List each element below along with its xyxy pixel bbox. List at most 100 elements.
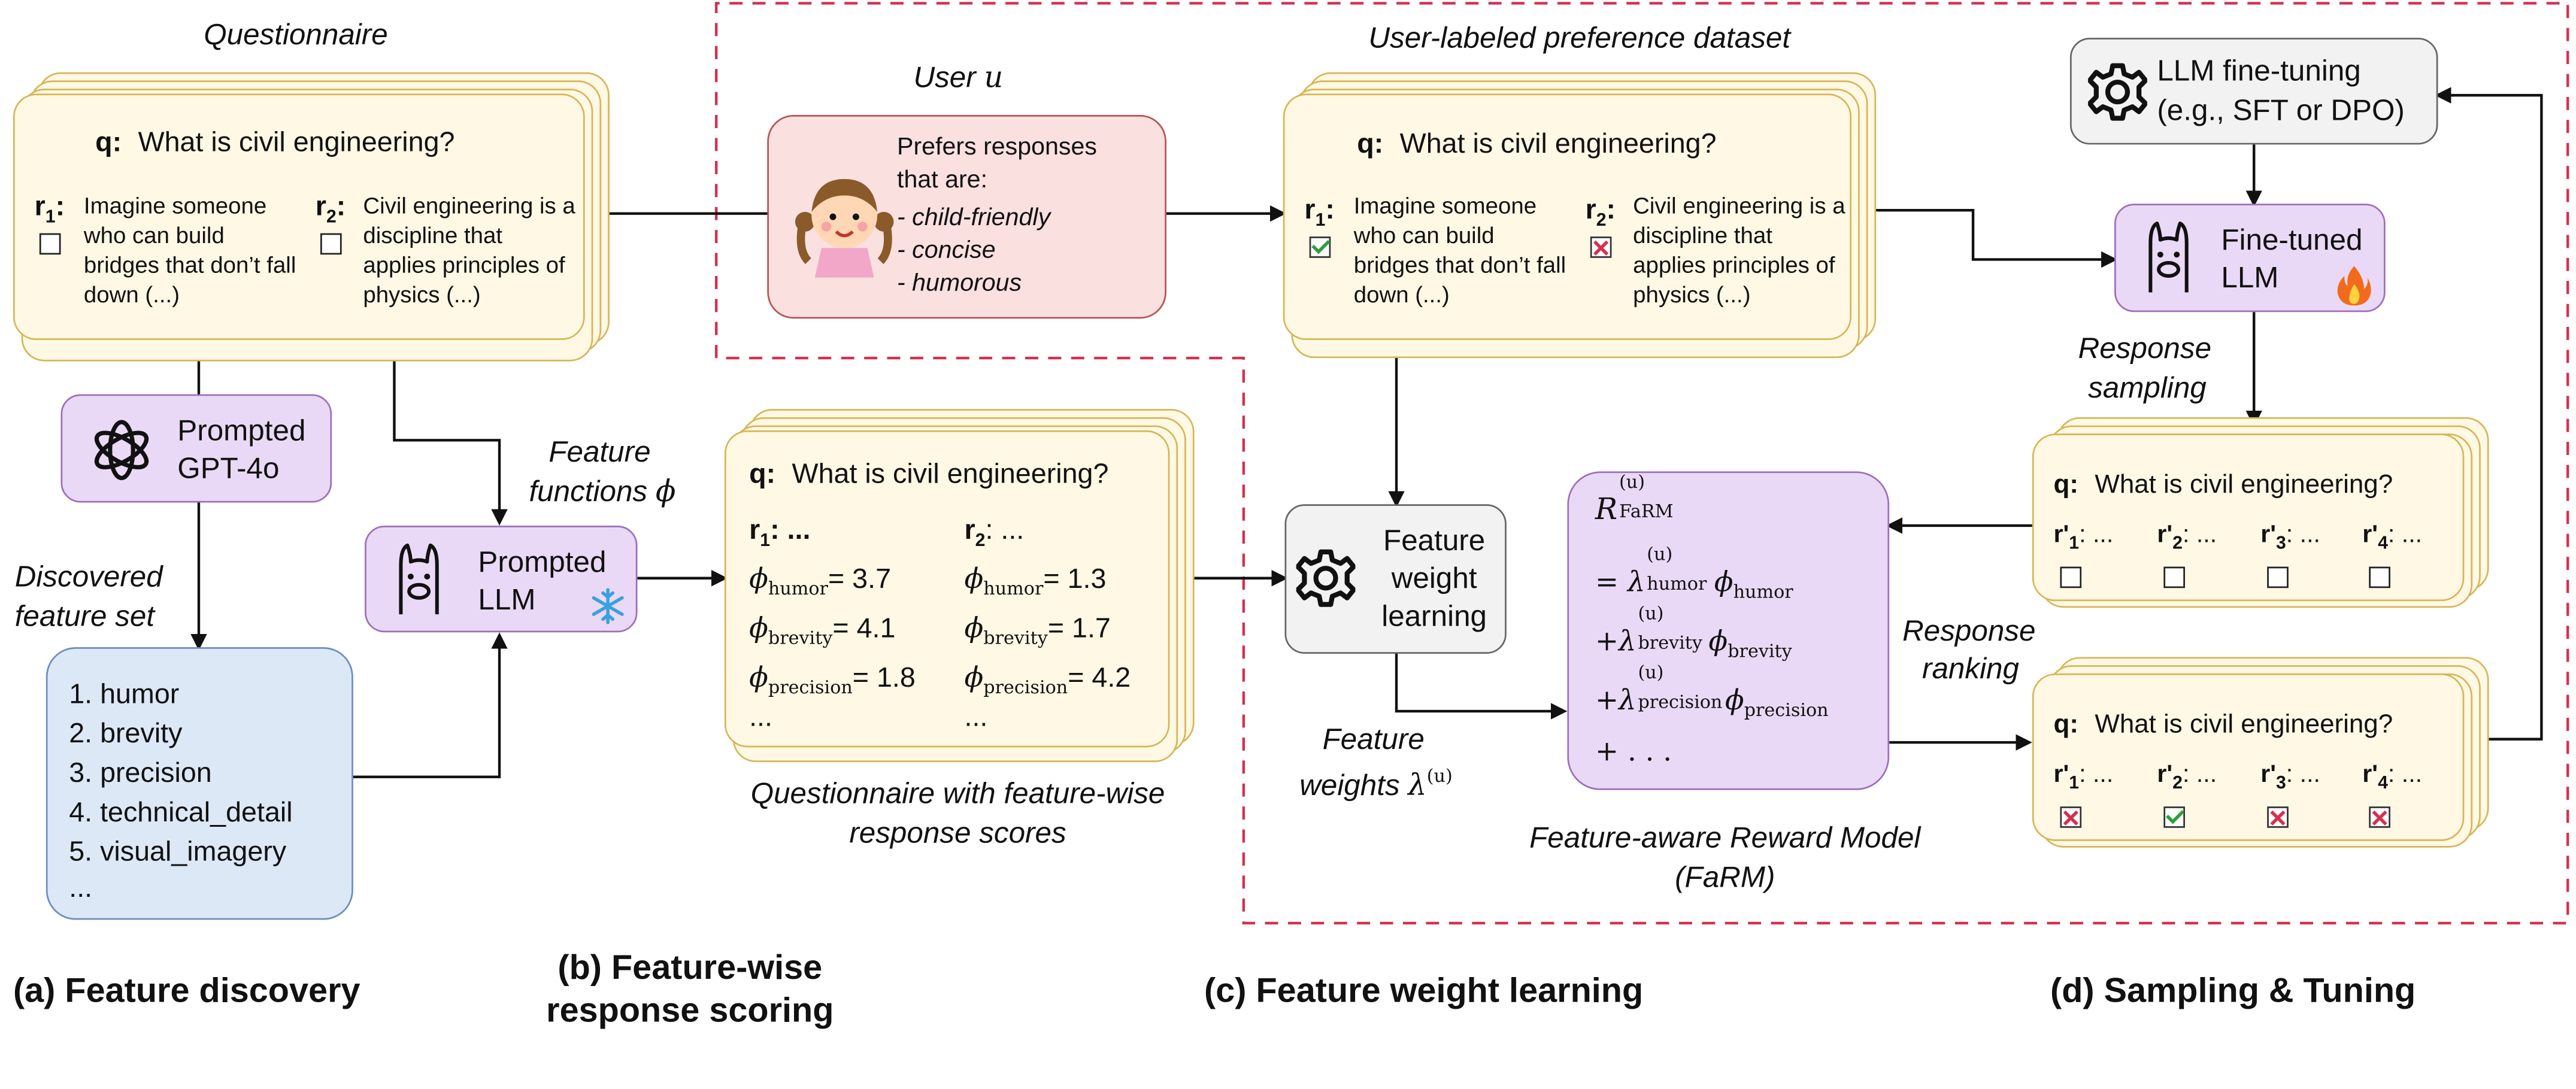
finetuned-line2: LLM	[2221, 261, 2279, 295]
feature-weights-word: weights	[1299, 769, 1400, 802]
arrow-ranked-to-finetune	[2435, 87, 2543, 741]
dataset-r2-letter: r	[1585, 193, 1596, 225]
arrow-questionnaire-to-llm	[393, 345, 508, 526]
prompted-llm-line2: LLM	[478, 583, 536, 616]
sampled-r3-checkbox[interactable]	[2267, 566, 2289, 589]
farm-tail: + . . .	[1595, 736, 1672, 769]
farm-lambda: λ	[1619, 685, 1636, 718]
farm-phi-sub: humor	[1733, 581, 1793, 603]
score-r2-humor: ϕhumor= 1.3	[964, 563, 1106, 599]
score-phi: ϕ	[964, 662, 984, 695]
sampled-question-row: q:What is civil engineering?	[2053, 471, 2393, 500]
r2-subscript: 2	[326, 207, 337, 227]
section-c-label: (c) Feature weight learning	[1204, 972, 1644, 1011]
feature-item-5: 5. visual_imagery	[69, 836, 287, 867]
feature-weights-label-line2: weights λ(u)	[1299, 759, 1453, 805]
ranked-r3-tail: : ...	[2286, 760, 2320, 788]
llama-icon	[2148, 222, 2189, 293]
user-region-boundary	[715, 2, 2569, 925]
section-a-label: (a) Feature discovery	[13, 972, 360, 1011]
farm-plus: +	[1595, 626, 1619, 659]
ranked-r3-subscript: 3	[2276, 773, 2286, 794]
farm-label-line2: (FaRM)	[1675, 860, 1775, 894]
user-label: User u	[913, 59, 1003, 97]
scores-card: q:What is civil engineering? r1: ... r2:…	[724, 430, 1170, 748]
dataset-label: User-labeled preference dataset	[1368, 21, 1791, 54]
snowflake-icon	[592, 588, 624, 624]
sampled-r4-letter: r'	[2362, 520, 2378, 549]
score-feature-name: precision	[983, 677, 1068, 699]
scores-question-text: What is civil engineering?	[792, 458, 1109, 490]
feature-weight-learning-box: Feature weight learning	[1284, 504, 1507, 654]
dataset-r2-label: r2:	[1585, 193, 1616, 231]
farm-lambda-sup: (u)	[1638, 602, 1664, 624]
user-variable: u	[984, 60, 1004, 96]
response-ranking-label-line2: ranking	[1922, 652, 2020, 685]
ranked-r4-letter: r'	[2362, 760, 2378, 788]
ranked-r1-rejected-icon	[2060, 806, 2082, 828]
user-pref-item-1: - child-friendly	[897, 204, 1051, 232]
finetuning-line1: LLM fine-tuning	[2157, 54, 2361, 87]
ranked-r3-letter: r'	[2260, 760, 2277, 788]
score-phi: ϕ	[749, 662, 768, 695]
fwl-line2: weight	[1391, 562, 1477, 595]
response-sampling-label-line2: sampling	[2088, 371, 2207, 404]
farm-lambda-sub: humor	[1647, 573, 1707, 595]
response-ranking-label-line1: Response	[1902, 614, 2036, 647]
sampled-r4-checkbox[interactable]	[2369, 566, 2390, 589]
r2-letter: r	[315, 190, 326, 222]
scores-r2-letter: r	[964, 514, 975, 545]
child-avatar-icon	[795, 179, 894, 278]
prompted-gpt-box: Prompted GPT-4o	[60, 394, 332, 503]
r1-checkbox[interactable]	[39, 233, 61, 255]
sampled-q-label: q:	[2053, 471, 2078, 500]
sampled-r2-checkbox[interactable]	[2163, 566, 2185, 589]
sampled-r3: r'3: ...	[2260, 521, 2320, 554]
r2-checkbox[interactable]	[320, 233, 342, 255]
scores-question-row: q:What is civil engineering?	[749, 458, 1108, 491]
feature-item-4: 4. technical_detail	[69, 796, 293, 828]
scores-r1-tail: : ...	[770, 514, 811, 545]
sampled-r2-tail: : ...	[2182, 520, 2217, 549]
scores-r2-tail: : ...	[985, 514, 1025, 545]
dataset-r2-subscript: 2	[1596, 211, 1607, 231]
section-d-label: (d) Sampling & Tuning	[2050, 972, 2416, 1011]
sampled-r1-subscript: 1	[2069, 533, 2080, 554]
section-b-label-line1: (b) Feature-wise	[557, 949, 823, 987]
r1-letter: r	[34, 190, 46, 222]
feature-functions-word: functions	[529, 474, 648, 508]
gear-icon	[1296, 549, 1356, 607]
sampled-r1-checkbox[interactable]	[2060, 566, 2082, 589]
score-phi: ϕ	[749, 612, 768, 646]
score-feature-name: brevity	[768, 627, 833, 649]
score-value: = 3.7	[828, 563, 892, 595]
r2-text: Civil engineering is a discipline that a…	[363, 192, 575, 308]
sampled-r4-tail: : ...	[2387, 520, 2423, 549]
sampled-r2: r'2: ...	[2157, 521, 2217, 554]
gear-icon	[2088, 63, 2147, 121]
score-feature-name: precision	[768, 677, 853, 699]
ranked-r1-letter: r'	[2053, 760, 2069, 788]
arrow-dataset-to-finetuned	[1868, 208, 2118, 268]
scores-r2-subscript: 2	[975, 531, 986, 551]
score-phi: ϕ	[964, 612, 984, 646]
dataset-r1-subscript: 1	[1315, 211, 1326, 231]
score-r2-precision: ϕprecision= 4.2	[964, 662, 1131, 698]
questionnaire-card: q:What is civil engineering? r1: Imagine…	[13, 93, 585, 340]
ranked-question-row: q:What is civil engineering?	[2053, 711, 2393, 741]
farm-phi-sub: precision	[1744, 699, 1829, 721]
scores-r1-head: r1: ...	[749, 514, 810, 551]
score-r1-precision: ϕprecision= 1.8	[749, 662, 916, 698]
lambda-symbol: λ	[1408, 769, 1427, 803]
score-value: = 1.8	[852, 662, 916, 693]
feature-item-ellipsis: ...	[69, 872, 93, 903]
sampled-responses-card: q:What is civil engineering? r' 1 : ... r'…	[2032, 433, 2465, 602]
scores-r1-subscript: 1	[760, 531, 771, 551]
user-pref-intro-2: that are:	[897, 166, 988, 194]
ranked-question-text: What is civil engineering?	[2095, 711, 2393, 739]
r1-subscript: 1	[45, 207, 56, 227]
llama-icon	[399, 543, 439, 615]
fwl-line3: learning	[1381, 599, 1487, 633]
r1-text: Imagine someone who can build bridges th…	[83, 192, 296, 308]
